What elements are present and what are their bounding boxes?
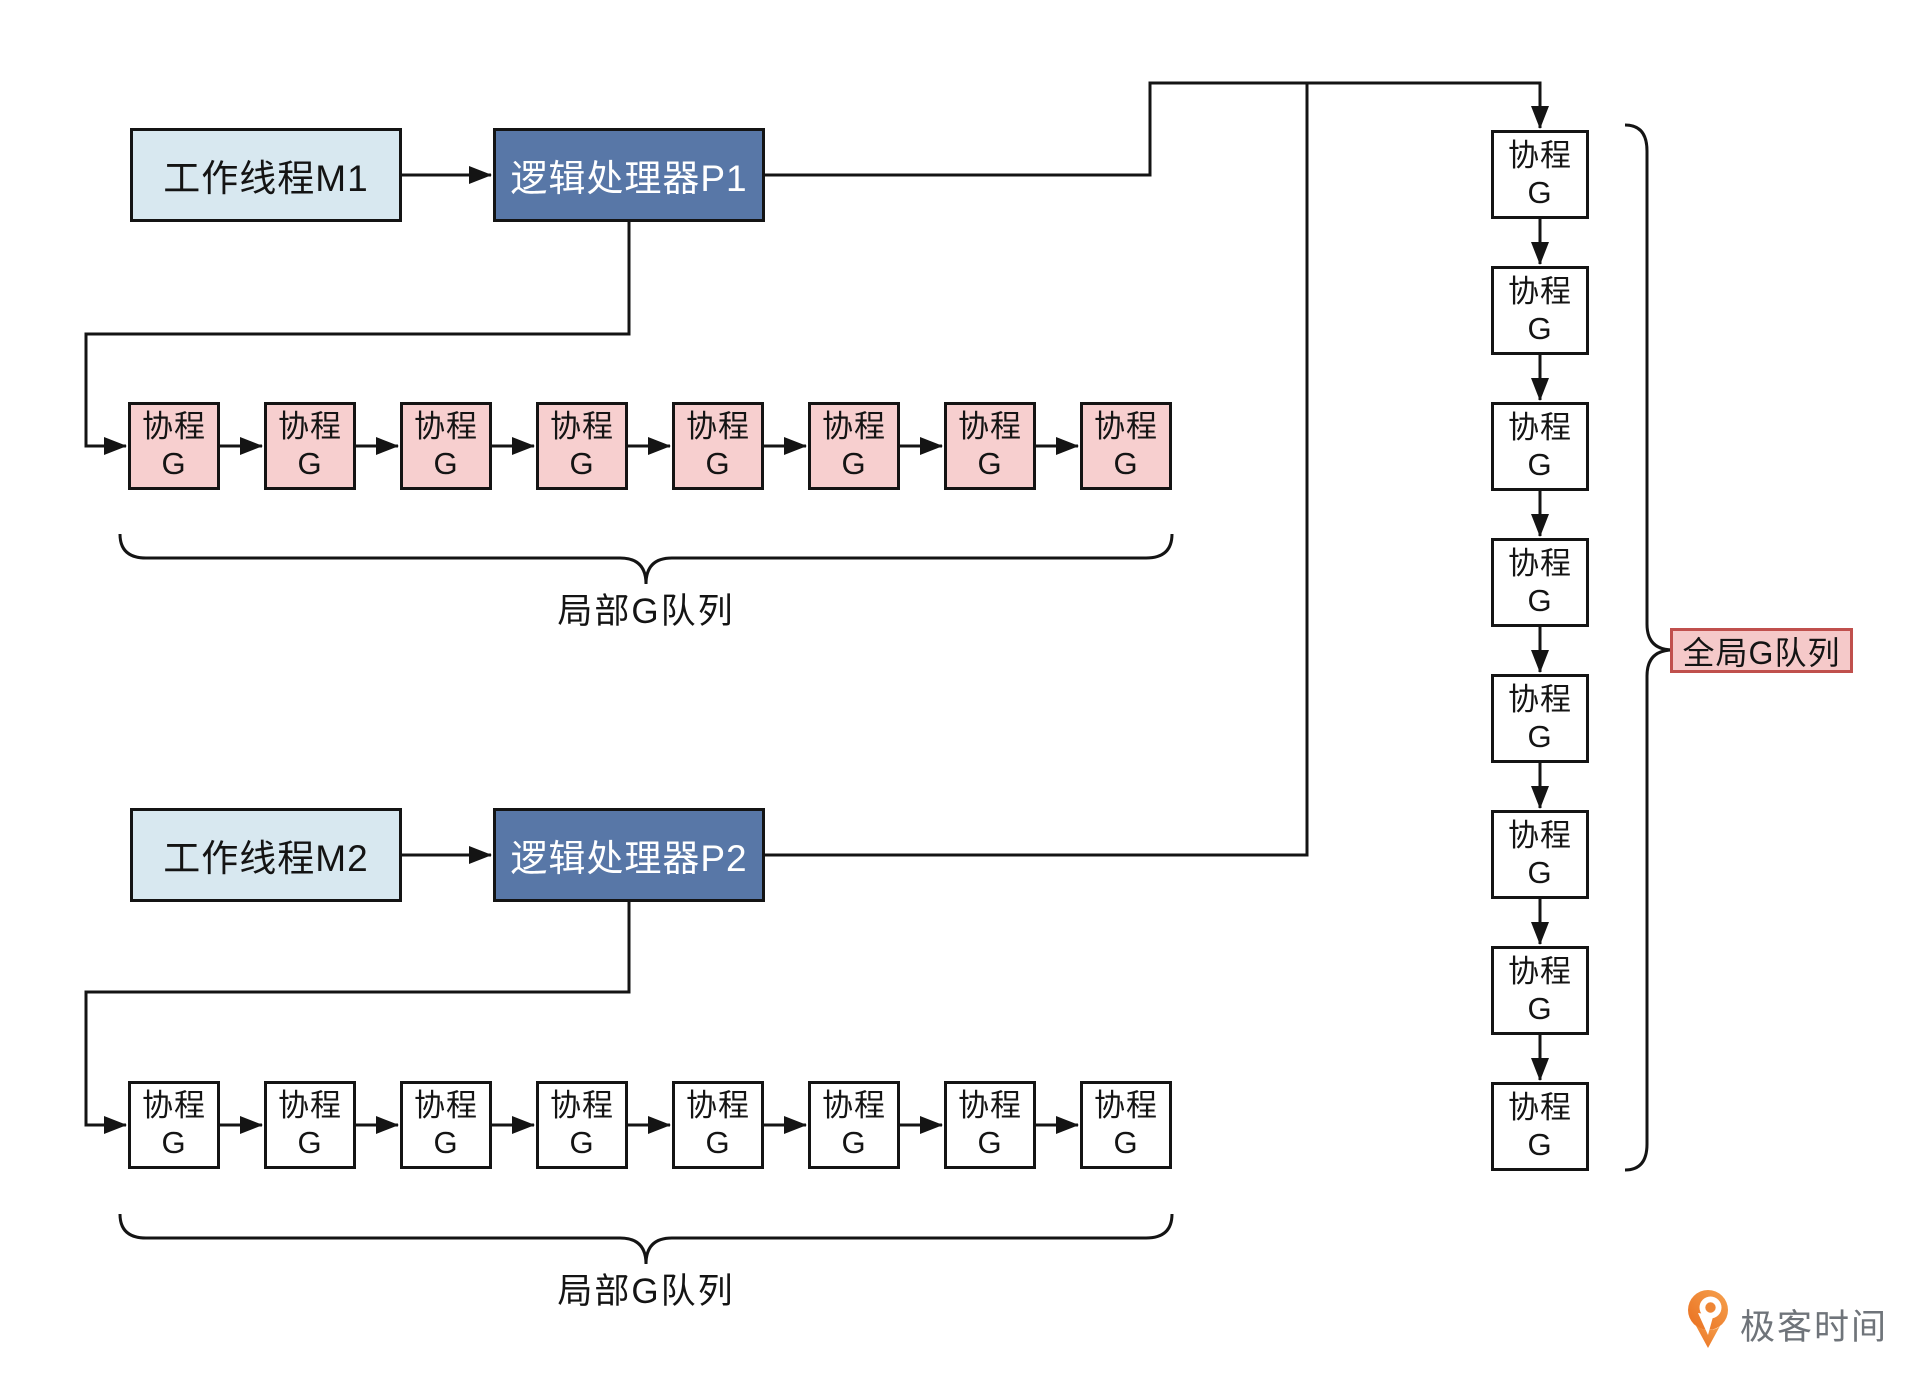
local-queue-1-label: 局部G队列 [557,592,735,631]
goroutine-box: 协程 G [1491,538,1589,627]
connector-p1-to-global-queue [765,81,1549,177]
goroutine-label-line2: G [433,446,459,481]
goroutine-label-line2: G [1113,446,1139,481]
goroutine-box: 协程 G [264,1081,356,1169]
goroutine-box: 协程 G [128,1081,220,1169]
goroutine-label-line2: G [297,446,323,481]
goroutine-label-line1: 协程 [958,1088,1022,1124]
goroutine-label-line2: G [841,446,867,481]
goroutine-box: 协程 G [672,402,764,490]
goroutine-label-line1: 协程 [142,1088,206,1124]
goroutine-box: 协程 G [944,402,1036,490]
goroutine-label-line2: G [1527,446,1553,482]
brace-local-queue-2 [118,1213,1174,1265]
global-queue-label: 全局G队列 [1682,634,1841,671]
goroutine-label-line2: G [705,1125,731,1160]
goroutine-label-line2: G [297,1125,323,1160]
logical-processor-p2-box: 逻辑处理器P2 [493,808,765,902]
goroutine-label-line2: G [977,446,1003,481]
goroutine-label-line1: 协程 [1508,817,1572,853]
connector-p1-to-local-queue-1 [84,222,631,455]
goroutine-label-line2: G [1527,718,1553,754]
goroutine-box: 协程 G [1080,1081,1172,1169]
global-g-queue: 协程 G 协程 G 协程 G 协程 G 协程 G 协程 G 协程 G 协程 G [1491,130,1589,1171]
goroutine-label-line2: G [1527,990,1553,1026]
worker-thread-m1-label: 工作线程M1 [163,158,369,199]
worker-thread-m2-box: 工作线程M2 [130,808,402,902]
local-g-queue-1: 协程 G 协程 G 协程 G 协程 G 协程 G 协程 G 协程 G 协程 G [128,402,1172,490]
goroutine-box: 协程 G [400,402,492,490]
local-g-queue-2: 协程 G 协程 G 协程 G 协程 G 协程 G 协程 G 协程 G 协程 G [128,1081,1172,1169]
logical-processor-p1-label: 逻辑处理器P1 [510,158,748,199]
geektime-logo-icon [1688,1290,1728,1348]
goroutine-box: 协程 G [536,1081,628,1169]
goroutine-label-line2: G [433,1125,459,1160]
goroutine-label-line1: 协程 [822,1088,886,1124]
goroutine-label-line1: 协程 [278,1088,342,1124]
worker-thread-m1-box: 工作线程M1 [130,128,402,222]
goroutine-label-line1: 协程 [278,409,342,445]
goroutine-label-line1: 协程 [550,1088,614,1124]
goroutine-box: 协程 G [808,1081,900,1169]
goroutine-label-line1: 协程 [1508,545,1572,581]
goroutine-box: 协程 G [536,402,628,490]
goroutine-label-line1: 协程 [414,1088,478,1124]
goroutine-label-line2: G [161,1125,187,1160]
goroutine-label-line1: 协程 [142,409,206,445]
local-queue-2-label: 局部G队列 [557,1272,735,1311]
goroutine-box: 协程 G [1491,946,1589,1035]
goroutine-label-line1: 协程 [414,409,478,445]
brace-global-queue [1624,123,1674,1172]
goroutine-box: 协程 G [1080,402,1172,490]
goroutine-label-line1: 协程 [958,409,1022,445]
logical-processor-p1-box: 逻辑处理器P1 [493,128,765,222]
goroutine-label-line1: 协程 [1508,137,1572,173]
goroutine-box: 协程 G [672,1081,764,1169]
goroutine-box: 协程 G [128,402,220,490]
goroutine-label-line2: G [1527,582,1553,618]
goroutine-label-line1: 协程 [1508,409,1572,445]
goroutine-box: 协程 G [1491,810,1589,899]
goroutine-label-line2: G [1527,1126,1553,1162]
worker-thread-m2-label: 工作线程M2 [163,838,369,879]
goroutine-label-line1: 协程 [686,1088,750,1124]
goroutine-box: 协程 G [1491,674,1589,763]
goroutine-box: 协程 G [1491,130,1589,219]
goroutine-label-line2: G [1527,310,1553,346]
goroutine-box: 协程 G [944,1081,1036,1169]
goroutine-box: 协程 G [264,402,356,490]
goroutine-label-line2: G [705,446,731,481]
goroutine-label-line2: G [841,1125,867,1160]
global-queue-label-box: 全局G队列 [1670,628,1853,673]
logical-processor-p2-label: 逻辑处理器P2 [510,838,748,879]
goroutine-label-line2: G [569,446,595,481]
connector-p2-to-local-queue-2 [84,902,631,1134]
goroutine-label-line2: G [161,446,187,481]
goroutine-label-line2: G [977,1125,1003,1160]
goroutine-box: 协程 G [1491,1082,1589,1171]
goroutine-label-line1: 协程 [1508,953,1572,989]
goroutine-label-line1: 协程 [1094,409,1158,445]
goroutine-box: 协程 G [400,1081,492,1169]
goroutine-label-line1: 协程 [1094,1088,1158,1124]
goroutine-box: 协程 G [1491,402,1589,491]
connector-p2-to-global-queue [765,83,1309,857]
geektime-logo: 极客时间 [1686,1288,1886,1352]
goroutine-label-line2: G [1527,174,1553,210]
goroutine-label-line1: 协程 [822,409,886,445]
goroutine-label-line2: G [569,1125,595,1160]
goroutine-label-line1: 协程 [686,409,750,445]
goroutine-box: 协程 G [808,402,900,490]
goroutine-box: 协程 G [1491,266,1589,355]
goroutine-label-line1: 协程 [1508,681,1572,717]
goroutine-label-line1: 协程 [550,409,614,445]
goroutine-label-line1: 协程 [1508,273,1572,309]
goroutine-label-line2: G [1527,854,1553,890]
geektime-logo-text: 极客时间 [1740,1308,1889,1347]
goroutine-label-line1: 协程 [1508,1089,1572,1125]
brace-local-queue-1 [118,533,1174,585]
goroutine-label-line2: G [1113,1125,1139,1160]
